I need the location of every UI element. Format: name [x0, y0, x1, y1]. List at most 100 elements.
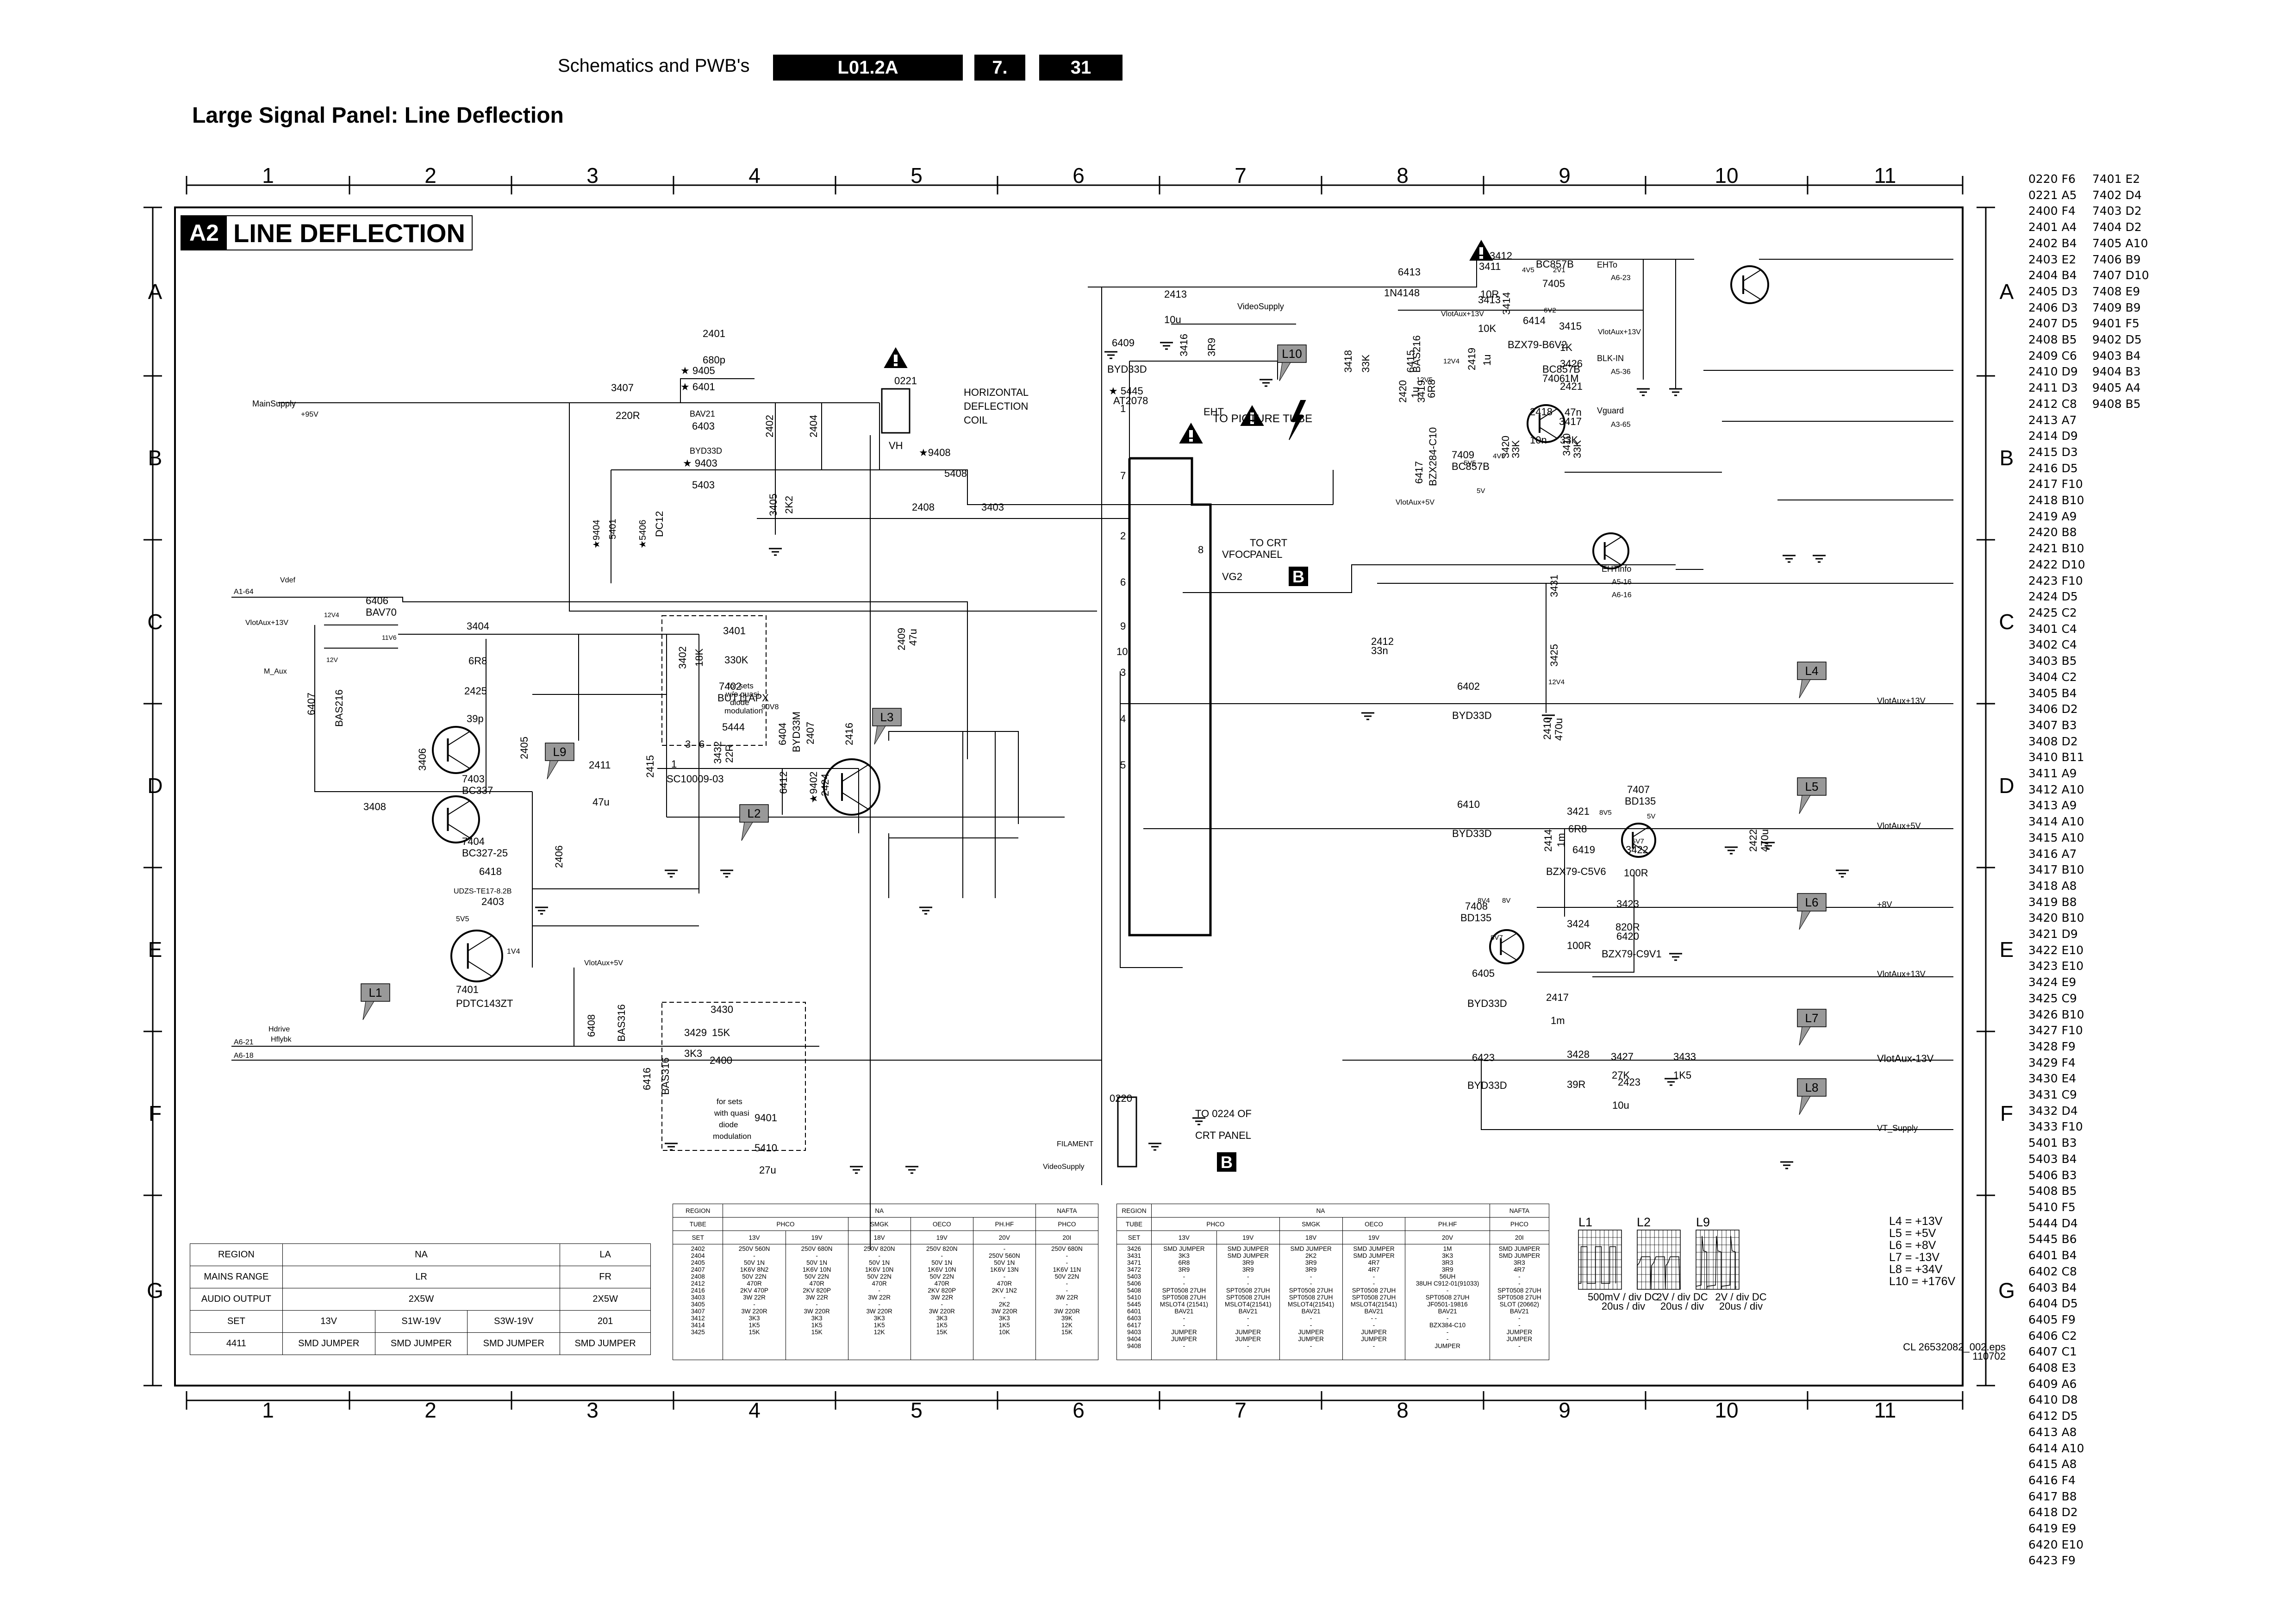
variant-value: 3K3	[936, 1315, 948, 1322]
label-d6415: 6415	[1405, 350, 1416, 373]
index-entry: 2400 F4	[2028, 204, 2076, 218]
variant-value: 4R7	[1368, 1259, 1380, 1266]
label-c2420v: 1u	[1409, 387, 1421, 398]
label-r3401v: 330K	[724, 654, 748, 666]
index-entry: 3429 F4	[2028, 1056, 2076, 1069]
label-ehto: EHTo	[1597, 260, 1617, 269]
label-c2418v: 10n	[1530, 434, 1547, 446]
label-q7408: 7408	[1465, 900, 1488, 912]
set: 20I	[1489, 1230, 1550, 1244]
wire	[888, 833, 1018, 838]
variant-value: SPT0508 27UH	[1162, 1294, 1206, 1301]
index-entry: 2412 C8	[2028, 397, 2077, 411]
index-entry: 9408 B5	[2092, 397, 2141, 411]
label-c2407: 2407	[804, 722, 816, 744]
label-v6v2: 6V2	[1544, 306, 1556, 314]
label-r3433v: 1K5	[1673, 1069, 1691, 1081]
cell: S1W-19V	[374, 1310, 468, 1333]
label-c2425: 2425	[464, 685, 487, 697]
label-v8v7: 8V7	[1491, 934, 1503, 942]
label-v4v5: 4V5	[1493, 452, 1505, 460]
label-r3427: 3427	[1611, 1051, 1634, 1062]
variant-value: -	[1446, 1315, 1449, 1322]
variant-value: 15K	[811, 1329, 823, 1336]
label-c2424: 2424	[819, 774, 831, 796]
variant-value: 1K5	[936, 1322, 948, 1329]
variant-value: -	[1066, 1287, 1068, 1294]
label-pin5: 5	[1120, 759, 1126, 771]
label-pin6: 6	[699, 738, 705, 750]
grid-row-label: E	[2000, 937, 2014, 962]
label-pin8: 8	[1198, 544, 1204, 556]
label-r3432: 3432	[712, 741, 723, 764]
label-r3410: 3410	[1561, 433, 1572, 456]
label-r3426v: 1M	[1565, 373, 1579, 384]
label-v12v5: 12V5	[1416, 376, 1433, 384]
variant-value: -	[816, 1301, 818, 1308]
variant-value: BAV21	[1509, 1308, 1529, 1315]
index-entry: 3402 C4	[2028, 638, 2077, 652]
index-entry: 2411 D3	[2028, 381, 2078, 395]
label-d6415v: BAS216	[1411, 335, 1422, 373]
index-entry: 6404 D5	[2028, 1297, 2078, 1311]
diagram-title-box: A2 LINE DEFLECTION	[181, 215, 473, 250]
cell: SMD JUMPER	[560, 1332, 651, 1355]
variant-value: SPT0508 27UH	[1352, 1287, 1396, 1294]
variant-value: JUMPER	[1361, 1336, 1387, 1343]
label-filament: FILAMENT	[1057, 1140, 1093, 1148]
label-q7401v: PDTC143ZT	[456, 998, 513, 1009]
scope-trace	[1578, 1246, 1616, 1284]
variant-value: -	[1066, 1252, 1068, 1259]
variant-value: MSLOT4 (21541)	[1160, 1301, 1209, 1308]
label-pin4: 4	[1120, 713, 1126, 725]
grid-row-label: C	[1999, 610, 2014, 634]
variant-value: 50V 22N	[929, 1273, 954, 1280]
label-q7409: 7409	[1452, 449, 1474, 461]
region-label: REGION	[1116, 1204, 1152, 1218]
variant-value: -	[1183, 1322, 1185, 1329]
grid-row-label: D	[147, 774, 162, 798]
index-entry: 3413 A9	[2028, 799, 2077, 812]
index-entry: 3406 D2	[2028, 702, 2078, 716]
variant-value: 3K3	[873, 1315, 885, 1322]
wire	[648, 378, 755, 403]
variant-value: 3K3	[998, 1315, 1010, 1322]
variant-value: -	[1183, 1280, 1185, 1287]
index-entry: 7408 E9	[2092, 284, 2140, 298]
label-v5v5: 5V5	[456, 915, 469, 923]
label-vlot5a: VlotAux+5V	[584, 959, 623, 967]
label-d6420v: BZX79-C9V1	[1602, 948, 1662, 960]
label-d6403: 6403	[692, 420, 715, 432]
variant-value: JUMPER	[1171, 1329, 1197, 1336]
variant-value: 3K3	[811, 1315, 823, 1322]
page-number-badge: 31	[1039, 55, 1123, 81]
tube: SMGK	[1279, 1217, 1343, 1231]
index-entry: 2417 F10	[2028, 477, 2083, 491]
region-nafta: NAFTA	[1035, 1204, 1099, 1218]
label-vlot13b: VlotAux+13V	[1441, 310, 1484, 318]
variant-value: JUMPER	[1361, 1329, 1387, 1336]
label-vlot5c: VlotAux+5V	[1877, 821, 1921, 831]
index-entry: 6415 A8	[2028, 1457, 2077, 1471]
label-r3423v: 820R	[1615, 921, 1640, 933]
variant-value: -	[1003, 1294, 1006, 1301]
grid-column-label: 10	[1715, 163, 1738, 187]
index-entry: 6403 B4	[2028, 1280, 2077, 1294]
variant-value: 3W 22R	[743, 1294, 766, 1301]
label-d6408v: BAS316	[616, 1004, 627, 1042]
label-q7402v: BUT11APX	[717, 692, 769, 704]
label-note1c: diode	[730, 698, 749, 707]
label-r3426: 3426	[1560, 358, 1583, 369]
panel-b-label: B	[1292, 567, 1304, 586]
variant-value: JUMPER	[1298, 1329, 1324, 1336]
variant-value: SPT0508 27UH	[1425, 1294, 1470, 1301]
item-code: 9408	[1127, 1343, 1141, 1349]
index-entry: 2416 D5	[2028, 461, 2078, 475]
variant-value: -	[1247, 1280, 1249, 1287]
connector-0221	[881, 388, 911, 434]
label-hdc2: DEFLECTION	[964, 400, 1028, 412]
label-r3416v: 3R9	[1206, 338, 1217, 356]
variant-value: JUMPER	[1298, 1336, 1324, 1343]
